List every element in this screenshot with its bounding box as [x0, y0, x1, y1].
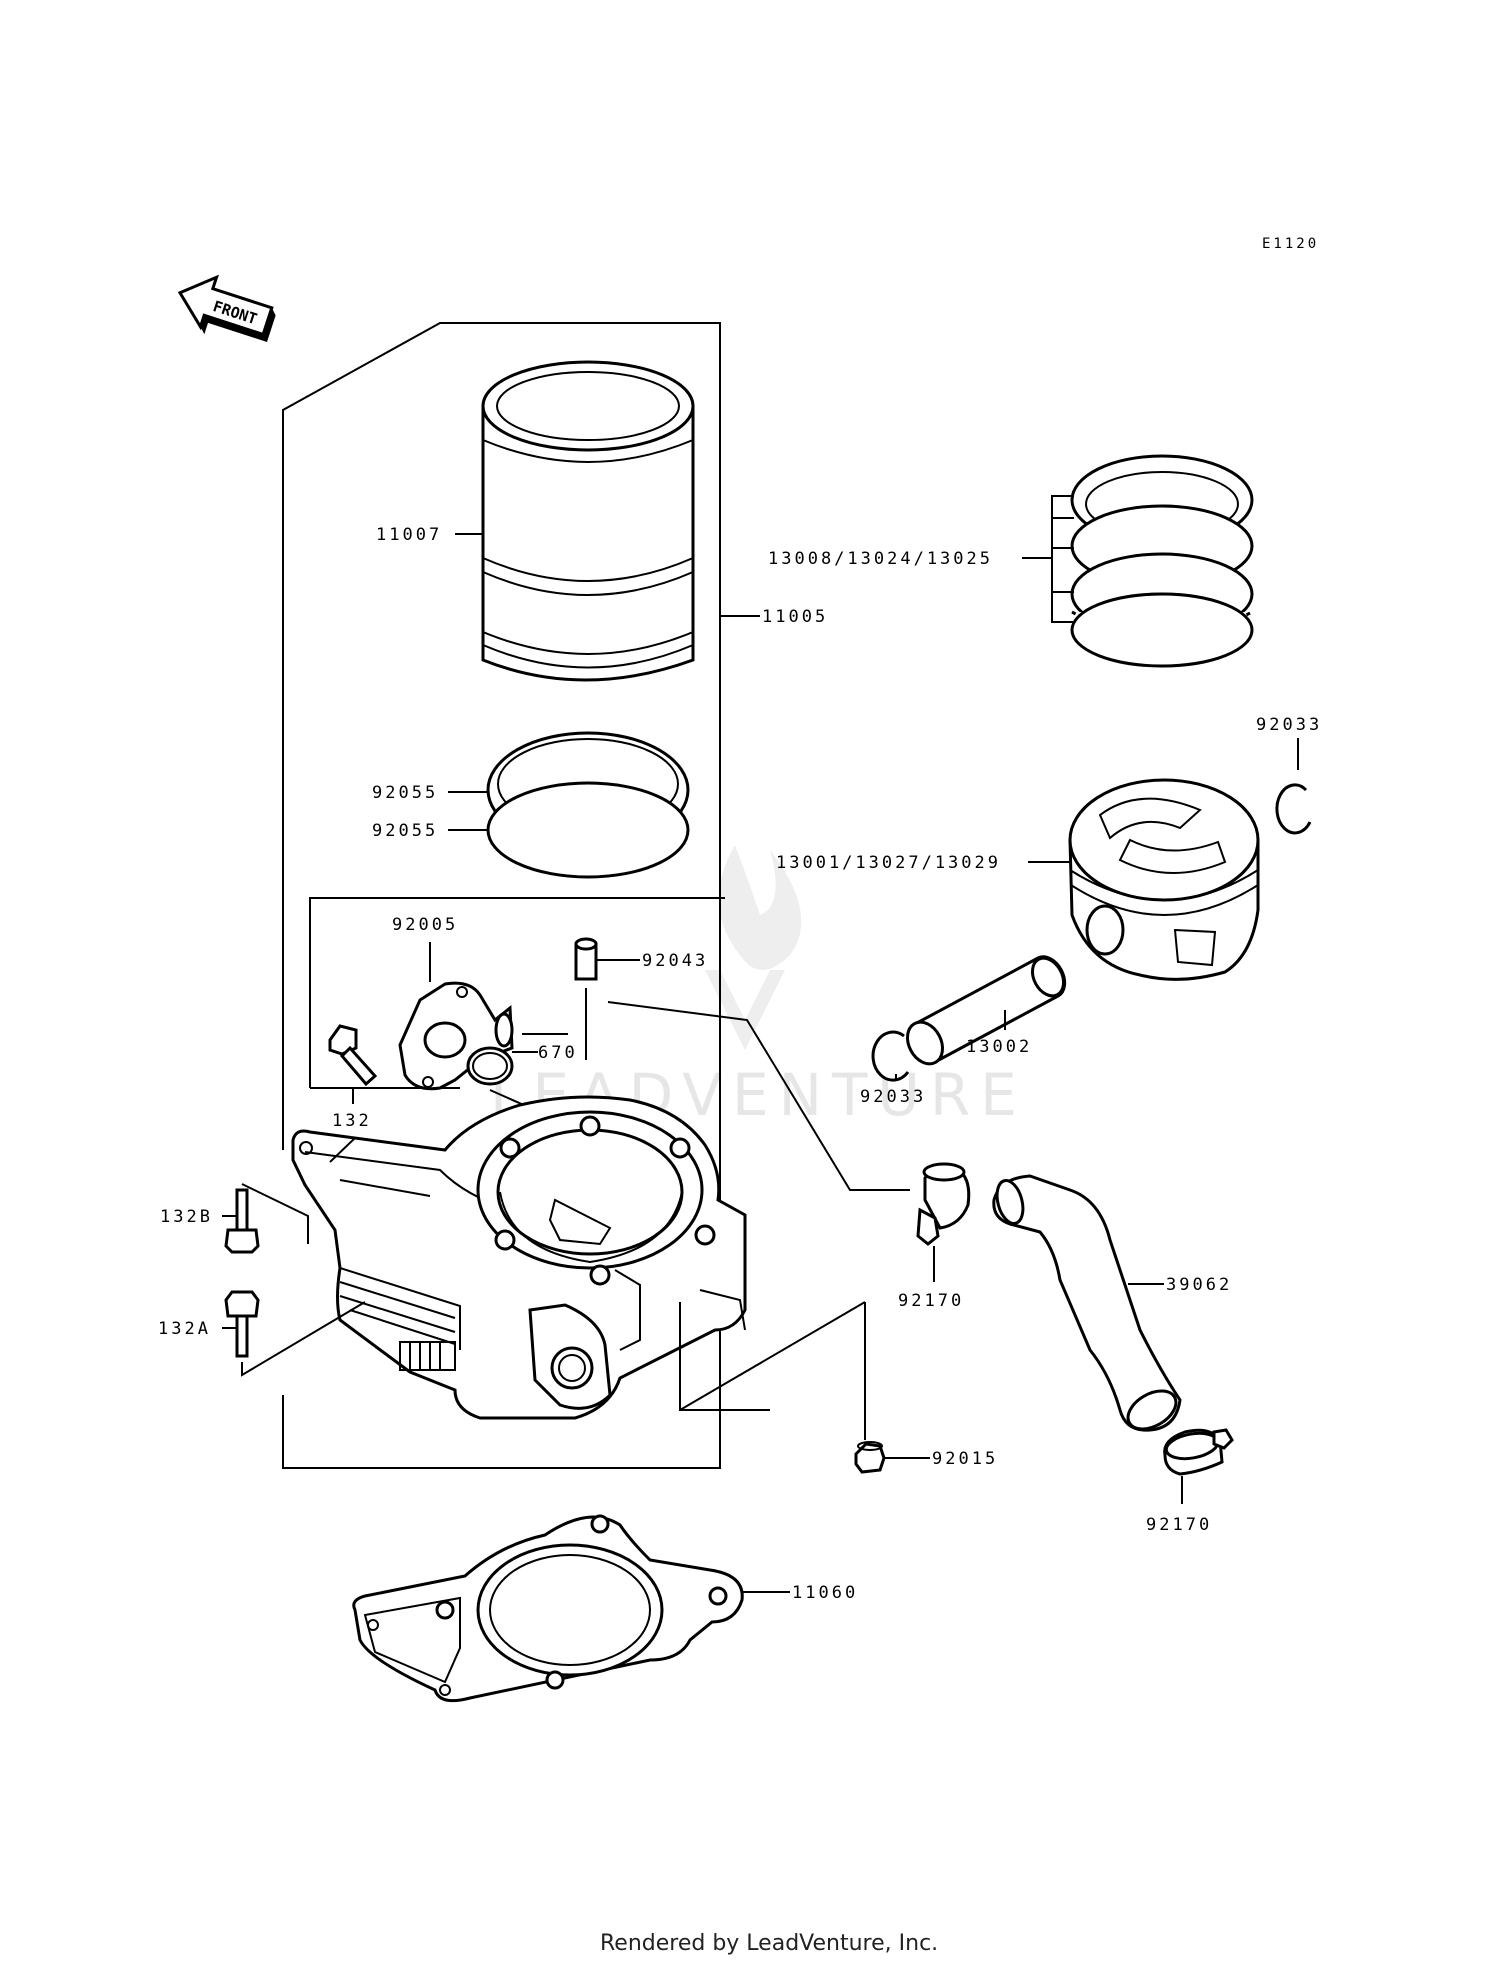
label-11060: 11060 — [792, 1583, 858, 1603]
piston-part — [1068, 778, 1260, 981]
label-92043: 92043 — [642, 951, 708, 971]
label-92170-a: 92170 — [898, 1291, 964, 1311]
label-132: 132 — [332, 1111, 372, 1131]
piston-rings-part — [1070, 454, 1254, 668]
label-132A: 132A — [158, 1319, 211, 1339]
front-arrow-icon: FRONT — [177, 274, 276, 343]
label-670: 670 — [538, 1043, 578, 1063]
label-piston-rings: 13008/13024/13025 — [768, 549, 993, 569]
footer-credit: Rendered by LeadVenture, Inc. — [600, 1931, 938, 1956]
label-92055-b: 92055 — [372, 821, 438, 841]
hose-clamp-a-part — [916, 1162, 971, 1246]
water-fitting-part — [398, 981, 514, 1091]
label-13002: 13002 — [966, 1037, 1032, 1057]
head-gasket-part — [352, 1514, 744, 1703]
ref-code: E1120 — [1262, 236, 1319, 252]
label-11005: 11005 — [762, 607, 828, 627]
label-92033-bottom: 92033 — [860, 1087, 926, 1107]
label-92005: 92005 — [392, 915, 458, 935]
circlip-bottom-part — [871, 1030, 910, 1082]
label-132B: 132B — [160, 1207, 213, 1227]
watermark: LEADVENTURE — [490, 845, 1017, 1129]
cylinder-part — [291, 1095, 747, 1420]
label-92055-a: 92055 — [372, 783, 438, 803]
bolt-132-part — [328, 1024, 378, 1087]
nut-92015-part — [854, 1441, 886, 1474]
cylinder-sleeve-part — [481, 360, 695, 682]
water-hose-part — [992, 1174, 1182, 1432]
label-piston: 13001/13027/13029 — [776, 853, 1001, 873]
bolt-132B-part — [224, 1188, 260, 1254]
o-ring-92055-part — [486, 731, 690, 879]
dowel-pin-part — [574, 937, 598, 981]
hose-clamp-b-part — [1163, 1428, 1234, 1476]
label-11007: 11007 — [376, 525, 442, 545]
label-92170-b: 92170 — [1146, 1515, 1212, 1535]
piston-pin-part — [905, 955, 1067, 1066]
label-92015: 92015 — [932, 1449, 998, 1469]
label-92033-top: 92033 — [1256, 715, 1322, 735]
o-ring-670-part — [466, 1046, 514, 1086]
label-39062: 39062 — [1166, 1275, 1232, 1295]
bolt-132A-part — [224, 1290, 260, 1358]
circlip-top-part — [1275, 783, 1312, 835]
